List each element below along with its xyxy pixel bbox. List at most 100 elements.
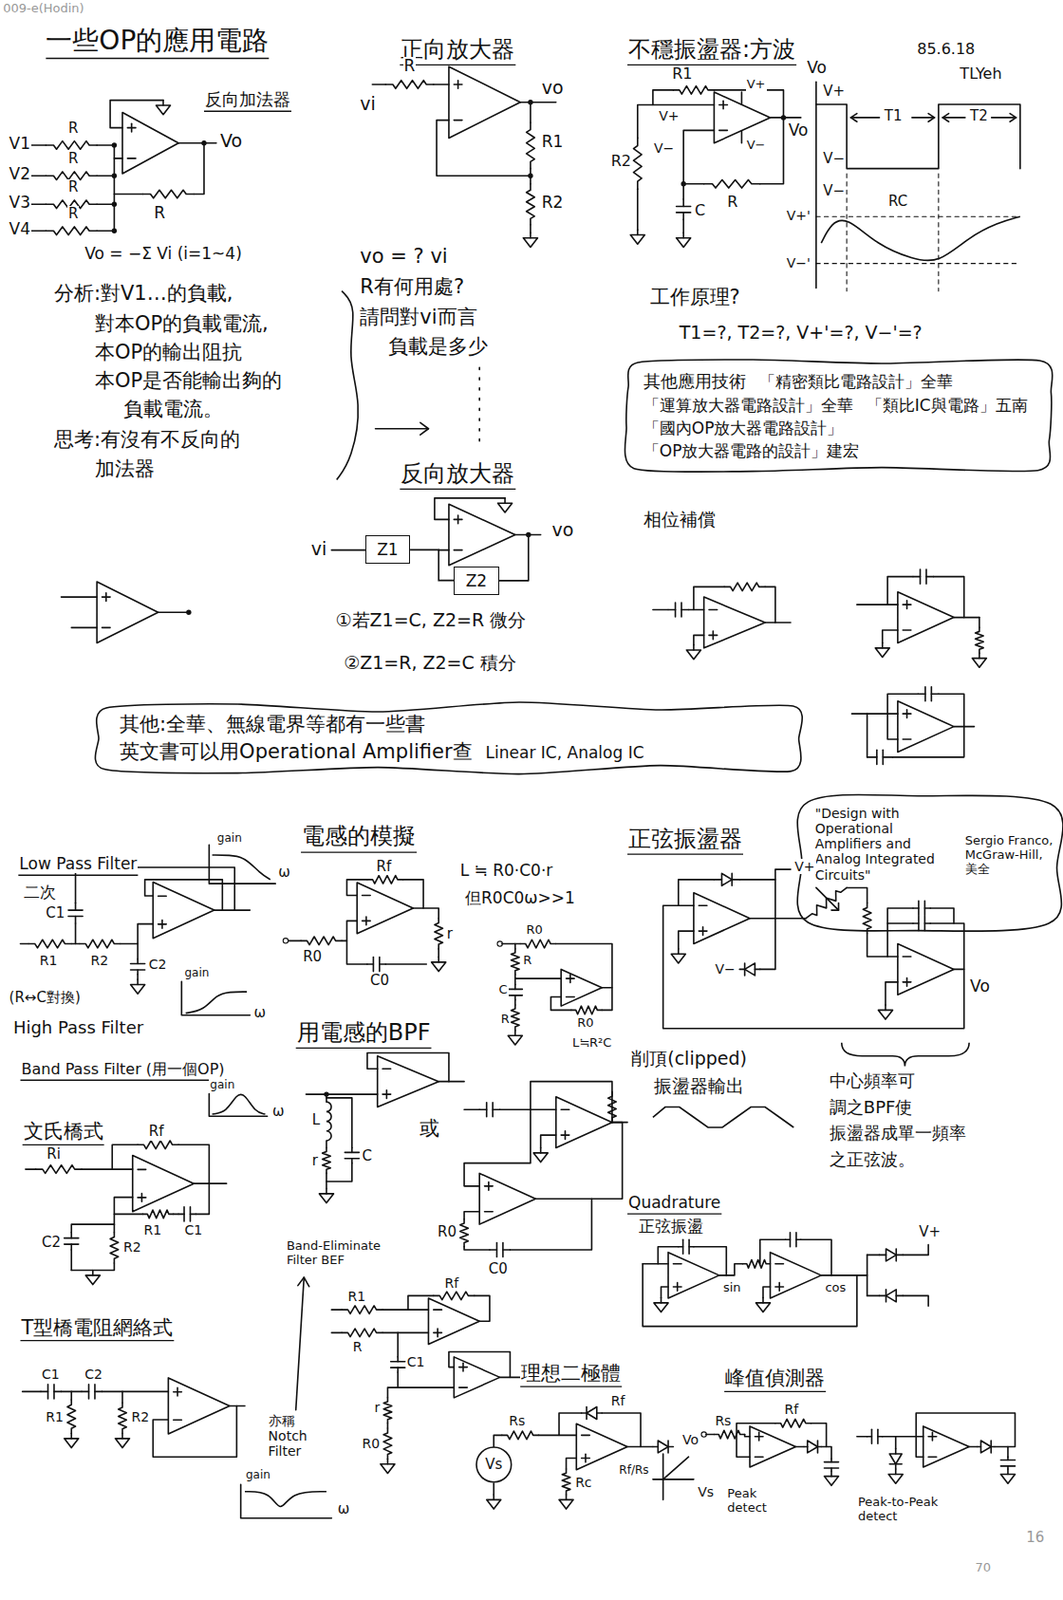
diode-symbol <box>721 873 732 886</box>
label-text: ω <box>253 1005 268 1022</box>
wire <box>113 1224 116 1233</box>
wire <box>136 944 139 960</box>
wire <box>514 1000 517 1006</box>
resistor-symbol <box>300 936 342 946</box>
opamp-symbol <box>668 1252 720 1299</box>
guide-line <box>937 173 939 292</box>
gain-curve <box>244 1491 327 1508</box>
opamp-symbol <box>923 1426 970 1468</box>
label-text: Peak-to-Peak detect <box>857 1495 971 1525</box>
ground-symbol <box>114 1438 130 1449</box>
capacitor-symbol <box>502 1242 504 1257</box>
label-text: V− <box>652 140 675 156</box>
resistor-symbol <box>571 1006 602 1015</box>
label-text: vo <box>540 77 565 99</box>
polarity-mark <box>459 1386 468 1389</box>
label-text: R1 <box>38 952 59 969</box>
polarity-mark <box>433 1308 443 1311</box>
label-text: R1 <box>540 132 565 152</box>
label-text: C0 <box>369 972 391 989</box>
guide-line <box>846 173 848 292</box>
junction-dot <box>111 173 117 179</box>
capacitor-lead <box>74 916 77 925</box>
capacitor-symbol <box>47 1384 50 1399</box>
label-text: vi <box>310 539 329 560</box>
note-outline <box>797 794 1063 932</box>
underline <box>627 64 797 66</box>
label-text: C2 <box>40 1234 62 1251</box>
capacitor-symbol <box>925 569 928 584</box>
label-text: 本OP是否能輸出夠的 <box>93 369 283 392</box>
capacitor-symbol <box>917 900 920 915</box>
junction-dot <box>201 140 206 146</box>
bracket <box>336 291 359 481</box>
polarity-mark <box>581 1435 591 1437</box>
wire <box>678 931 694 950</box>
opamp-symbol <box>897 592 954 644</box>
capacitor-symbol <box>344 1152 359 1155</box>
label-text: C1 <box>183 1222 204 1238</box>
label-text: cos <box>823 1281 847 1296</box>
wire <box>195 1183 209 1214</box>
wire <box>556 944 613 989</box>
capacitor-symbol <box>391 1361 406 1363</box>
wire <box>887 577 914 606</box>
wire <box>706 1434 715 1436</box>
wire <box>683 130 714 200</box>
wire <box>493 1435 503 1447</box>
capacitor-symbol <box>183 1207 186 1222</box>
label-text: ω <box>277 864 292 881</box>
polarity-mark <box>906 978 909 988</box>
label-text: 之正弦波。 <box>828 1150 916 1171</box>
wire <box>637 104 653 138</box>
resistor-symbol <box>775 1418 812 1428</box>
label-text: R <box>67 179 79 196</box>
resistor-symbol <box>385 80 434 90</box>
label-text: V− <box>713 961 736 977</box>
square-wave <box>816 104 1021 169</box>
wire <box>346 940 367 965</box>
label-text: R <box>352 1339 364 1355</box>
label-text: R1 <box>142 1222 163 1238</box>
capacitor-lead <box>492 1108 501 1111</box>
wire <box>902 1245 929 1256</box>
wire <box>436 120 531 177</box>
diode-symbol <box>585 1407 588 1420</box>
resistor-symbol <box>742 1259 770 1269</box>
label-text: C1 <box>40 1366 61 1382</box>
polarity-mark <box>365 916 368 926</box>
label-text: 85.6.18 <box>915 40 976 58</box>
capacitor-symbol <box>496 1242 499 1257</box>
capacitor-lead <box>924 922 931 925</box>
wire <box>113 193 143 196</box>
resistor-symbol <box>608 1091 617 1122</box>
capacitor-symbol <box>68 915 83 918</box>
polarity-mark <box>702 927 705 936</box>
wire <box>801 1239 832 1276</box>
capacitor-symbol <box>64 1243 79 1246</box>
label-text: gain <box>244 1469 272 1483</box>
wire <box>464 1212 480 1220</box>
capacitor-lead <box>882 756 893 759</box>
polarity-mark <box>906 709 909 719</box>
capacitor-symbol <box>1000 1459 1015 1462</box>
capacitor-symbol <box>919 569 922 584</box>
resistor-symbol <box>724 582 765 592</box>
wire <box>382 1308 429 1311</box>
brace <box>841 1043 970 1067</box>
capacitor-symbol <box>881 749 884 765</box>
ground-symbol <box>155 105 170 115</box>
wire <box>682 219 685 233</box>
capacitor-symbol <box>795 1232 798 1248</box>
wire <box>652 90 714 106</box>
underline <box>296 1047 432 1049</box>
wire <box>19 943 29 946</box>
node-text: 「運算放大器電路設計」全華 <box>643 394 854 416</box>
resistor-symbol <box>383 1428 392 1459</box>
capacitor-lead <box>479 1108 487 1111</box>
ground-symbol <box>533 1153 548 1163</box>
label-text: vi <box>358 93 377 115</box>
resistor-symbol <box>322 1148 332 1175</box>
diode-lead <box>713 878 722 881</box>
label-text: ②Z1=R, Z2=C 積分 <box>342 652 518 674</box>
